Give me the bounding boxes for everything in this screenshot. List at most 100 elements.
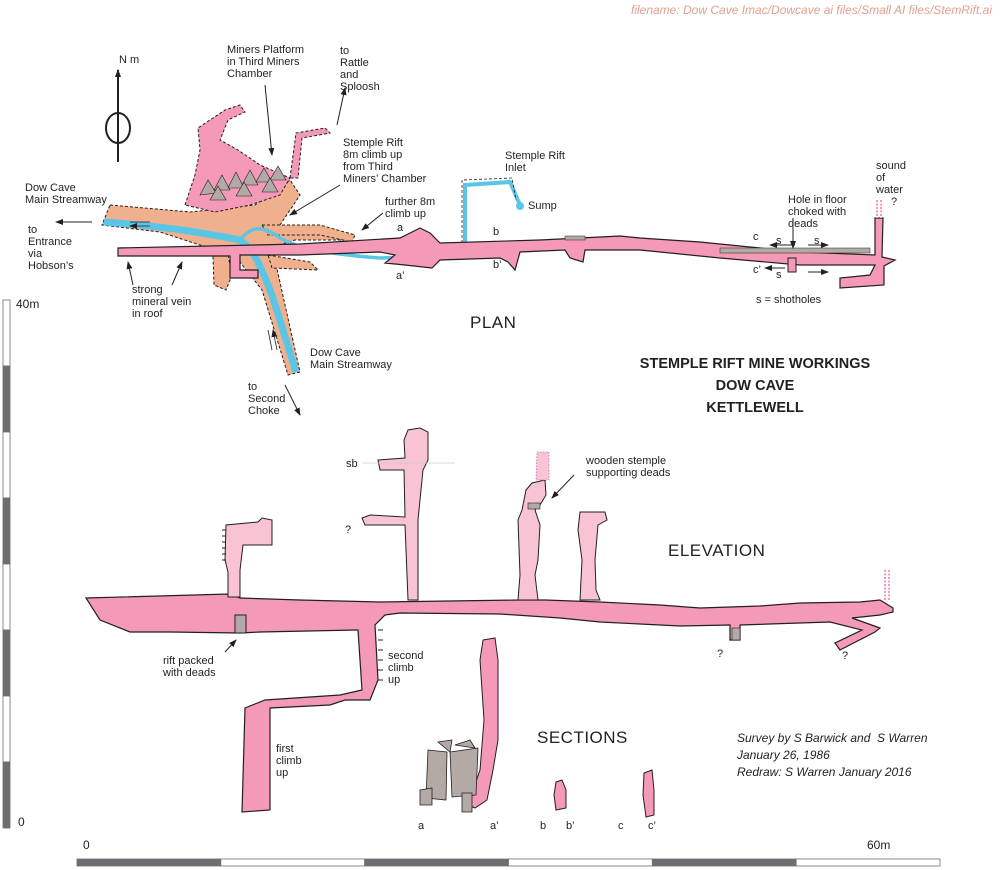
miners-platform-deads xyxy=(199,165,287,201)
water-shaft-dotted xyxy=(876,200,882,218)
horizontal-scale-left-label: 0 xyxy=(83,838,90,852)
inlet-dashed-outline xyxy=(461,177,517,248)
vertical-scale-segment xyxy=(2,497,11,565)
label-further-climb: further 8m climb up xyxy=(385,196,436,220)
flow-arrow-icon xyxy=(130,222,150,226)
title-line-2: DOW CAVE xyxy=(715,378,795,394)
label-section-c: c xyxy=(753,231,759,243)
upper-rift-4 xyxy=(577,511,608,601)
label-section-b: b xyxy=(493,226,500,238)
branch-south-tan xyxy=(212,254,233,291)
hole-in-floor xyxy=(787,257,797,273)
elevation-drawing xyxy=(84,427,894,813)
north-label: N m xyxy=(119,54,140,66)
label-section-b-prime: b’ xyxy=(493,259,502,271)
horizontal-scale-segment xyxy=(76,858,222,867)
rattle-passage xyxy=(289,127,332,179)
climb-ladder-ticks xyxy=(222,529,383,681)
horizontal-scale-segment xyxy=(364,858,509,867)
title-line-1: STEMPLE RIFT MINE WORKINGS xyxy=(639,356,871,372)
stemple-rift-passage xyxy=(117,217,897,289)
sections-drawing xyxy=(419,637,655,818)
label-question: ? xyxy=(842,650,849,662)
horizontal-scale-segment xyxy=(795,858,941,867)
vertical-scale-top-label: 40m xyxy=(16,297,40,311)
dotted-shaft-east xyxy=(884,570,890,600)
label-question: ? xyxy=(345,524,352,536)
label-mineral-vein: strong mineral vein in roof xyxy=(132,284,192,320)
label-hole-in-floor: Hole in floor choked with deads xyxy=(788,194,847,230)
label-sound-of-water: sound of water xyxy=(876,160,906,196)
label-s: s xyxy=(776,269,782,281)
flow-arrow-icon xyxy=(268,330,277,351)
elevation-deads-pit xyxy=(731,627,741,641)
vertical-scale-segment xyxy=(2,431,11,499)
filename-label: filename: Dow Cave Imac/Dowcave ai files… xyxy=(630,3,992,17)
label-main-streamway-west: Dow Cave Main Streamway xyxy=(25,182,107,206)
label-question: ? xyxy=(891,196,898,208)
upper-rift-3 xyxy=(517,479,547,601)
vertical-scale-segment xyxy=(2,365,11,433)
dow-cave-streamway-plan xyxy=(101,104,524,376)
vertical-scale-segment xyxy=(2,299,11,367)
label-wooden-stemple: wooden stemple supporting deads xyxy=(586,455,671,479)
vertical-scale-segment xyxy=(2,563,11,631)
label-stemple-inlet: Stemple Rift Inlet xyxy=(505,150,565,174)
heading-sections: SECTIONS xyxy=(537,728,628,747)
section-label-c-prime: c’ xyxy=(648,820,656,832)
horizontal-scale-right-label: 60m xyxy=(867,838,891,852)
section-label-c: c xyxy=(618,820,624,832)
label-second-climb: second climb up xyxy=(388,650,424,686)
vertical-scale-segment xyxy=(2,629,11,697)
label-to-entrance: to Entrance via Hobson’s xyxy=(28,224,74,272)
north-arrow-icon xyxy=(105,69,131,162)
label-rift-packed: rift packed with deads xyxy=(163,655,216,679)
credits-line-3: Redraw: S Warren January 2016 xyxy=(737,765,912,779)
horizontal-scale-segment xyxy=(508,858,653,867)
credits-line-1: Survey by S Barwick and S Warren xyxy=(737,731,928,745)
label-first-climb: first climb up xyxy=(276,743,302,779)
section-b xyxy=(553,779,567,811)
section-label-b: b xyxy=(540,820,547,832)
label-section-c-prime: c’ xyxy=(753,264,761,276)
wooden-stemple-deads xyxy=(527,502,541,510)
upper-rift-1 xyxy=(224,517,273,598)
section-label-a-prime: a’ xyxy=(490,820,499,832)
horizontal-scale-bar xyxy=(76,858,941,867)
label-second-choke: to Second Choke xyxy=(248,381,286,417)
label-question: ? xyxy=(717,648,724,660)
stemple-rift-inlet-stream xyxy=(463,179,522,255)
section-a xyxy=(467,637,499,809)
vertical-scale-segment xyxy=(2,761,11,829)
rift-packed-with-deads xyxy=(234,614,247,634)
label-rattle-sploosh: to Rattle and Sploosh xyxy=(340,45,380,93)
vertical-scale-segment xyxy=(2,695,11,763)
label-sb: sb xyxy=(346,458,358,470)
branch-se-tan xyxy=(267,254,320,271)
horizontal-scale-segment xyxy=(651,858,797,867)
section-label-a: a xyxy=(418,820,425,832)
dotted-shaft-top xyxy=(535,451,550,481)
heading-plan: PLAN xyxy=(470,313,517,332)
horizontal-scale-segment xyxy=(220,858,366,867)
vertical-scale-bar xyxy=(2,299,11,829)
stemple-rift-plan xyxy=(117,200,897,289)
label-main-streamway-south: Dow Cave Main Streamway xyxy=(310,347,392,371)
title-line-3: KETTLEWELL xyxy=(706,400,804,416)
vertical-scale-bottom-label: 0 xyxy=(18,815,25,829)
annotation-arrows xyxy=(55,84,796,653)
section-c xyxy=(642,769,655,818)
label-section-a-prime: a’ xyxy=(396,270,405,282)
label-section-a: a xyxy=(397,222,404,234)
section-a-boulders xyxy=(419,739,479,813)
section-label-b-prime: b’ xyxy=(566,820,575,832)
label-stemple-climb: Stemple Rift 8m climb up from Third Mine… xyxy=(343,137,427,185)
heading-elevation: ELEVATION xyxy=(668,541,766,560)
title-block: STEMPLE RIFT MINE WORKINGS DOW CAVE KETT… xyxy=(600,353,910,419)
label-sump: Sump xyxy=(528,200,557,212)
label-shotholes-legend: s = shotholes xyxy=(756,294,822,306)
elevation-main-passage xyxy=(84,593,894,813)
label-miners-platform: Miners Platform in Third Miners Chamber xyxy=(227,44,305,80)
